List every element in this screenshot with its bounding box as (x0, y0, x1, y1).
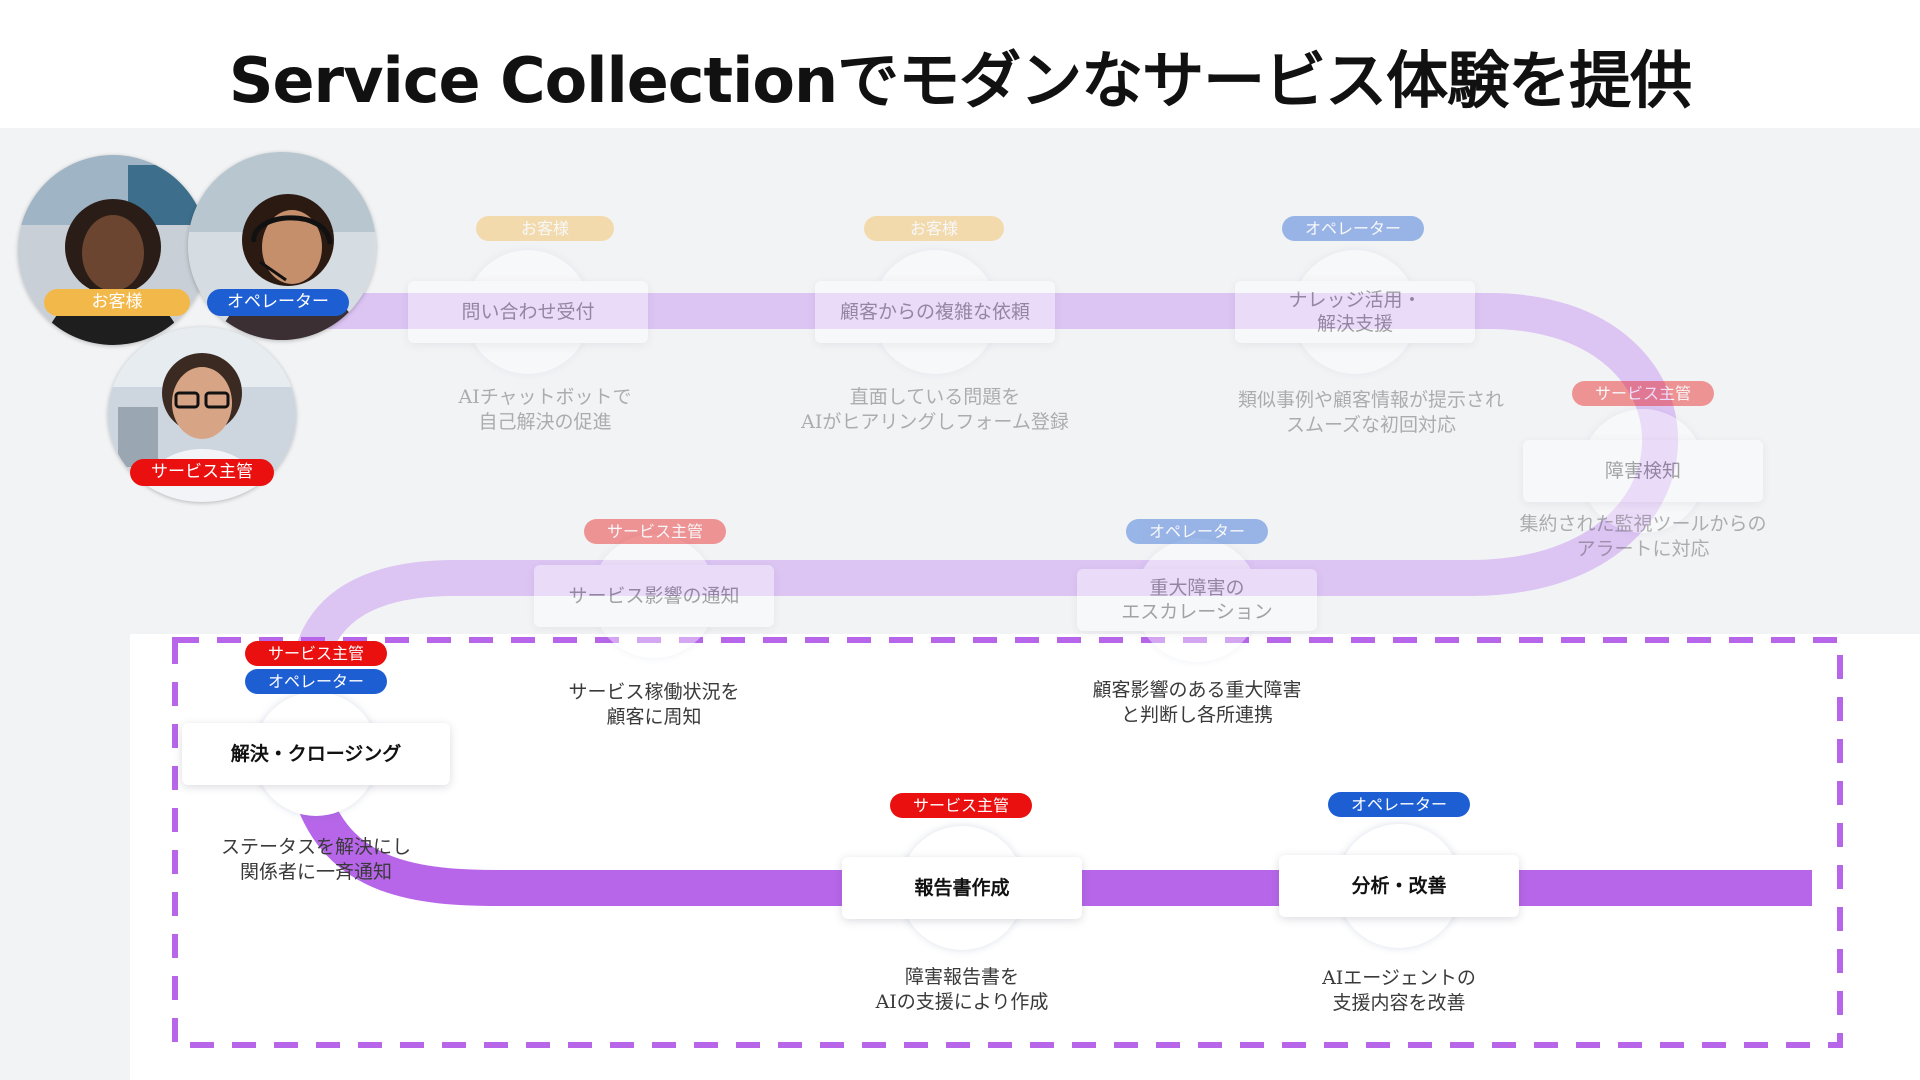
dashed-highlight-frame (172, 637, 1843, 1048)
step-major-incident-escalation[interactable]: 重大障害の エスカレーション (1077, 538, 1317, 662)
step-label: 解決・クロージング (182, 723, 450, 785)
step-label: 問い合わせ受付 (408, 281, 648, 343)
step-description: AIエージェントの 支援内容を改善 (1322, 967, 1476, 1014)
step-tag-manager: サービス主管 (890, 793, 1032, 818)
operator-role-pill: オペレーター (207, 289, 349, 316)
step-tag-operator: オペレーター (1126, 519, 1268, 544)
step-description: 直面している問題を AIがヒアリングしフォーム登録 (801, 386, 1069, 433)
left-background-strip (0, 606, 130, 1080)
step-description: ステータスを解決にし 関係者に一斉通知 (220, 836, 411, 883)
step-description: AIチャットボットで 自己解決の促進 (458, 386, 632, 433)
step-halo (873, 250, 997, 374)
step-label: 障害検知 (1523, 440, 1763, 502)
customer-avatar (18, 155, 208, 345)
step-tag-manager: サービス主管 (245, 641, 387, 666)
step-incident-detection[interactable]: 障害検知 (1523, 409, 1763, 533)
step-description: サービス稼働状況を 顧客に周知 (568, 681, 740, 728)
step-halo (1581, 409, 1705, 533)
step-label: ナレッジ活用・ 解決支援 (1235, 281, 1475, 343)
step-halo (466, 250, 590, 374)
step-report-creation[interactable]: 報告書作成 (842, 826, 1082, 950)
step-complex-request[interactable]: 顧客からの複雑な依頼 (815, 250, 1055, 374)
step-analysis-improvement[interactable]: 分析・改善 (1279, 824, 1519, 948)
step-tag-customer: お客様 (476, 216, 614, 241)
step-halo (592, 534, 716, 658)
step-tag-customer: お客様 (864, 216, 1004, 241)
step-knowledge-support[interactable]: ナレッジ活用・ 解決支援 (1235, 250, 1475, 374)
step-resolution-closing[interactable]: 解決・クロージング (182, 692, 450, 816)
step-label: 顧客からの複雑な依頼 (815, 281, 1055, 343)
step-description: 障害報告書を AIの支援により作成 (875, 966, 1049, 1013)
step-halo (1135, 538, 1259, 662)
page-title: Service Collectionでモダンなサービス体験を提供 (228, 44, 1692, 117)
customer-role-pill: お客様 (44, 289, 190, 316)
step-tag-manager: サービス主管 (584, 519, 726, 544)
step-description: 集約された監視ツールからの アラートに対応 (1519, 513, 1767, 560)
step-label: サービス影響の通知 (534, 565, 774, 627)
flow-path-curve-right (1469, 293, 1678, 596)
step-halo (1293, 250, 1417, 374)
step-tag-operator: オペレーター (245, 669, 387, 694)
step-description: 類似事例や顧客情報が提示され スムーズな初回対応 (1237, 389, 1504, 436)
step-description: 顧客影響のある重大障害 と判断し各所連携 (1092, 679, 1302, 726)
step-label: 重大障害の エスカレーション (1077, 569, 1317, 631)
step-label: 分析・改善 (1279, 855, 1519, 917)
step-tag-manager: サービス主管 (1572, 381, 1714, 406)
step-label: 報告書作成 (842, 857, 1082, 919)
step-inquiry-reception[interactable]: 問い合わせ受付 (408, 250, 648, 374)
flow-path-curve-left-lower (294, 788, 501, 906)
step-tag-operator: オペレーター (1282, 216, 1424, 241)
step-tag-operator: オペレーター (1328, 792, 1470, 817)
manager-role-pill: サービス主管 (130, 459, 274, 486)
step-service-impact-notice[interactable]: サービス影響の通知 (534, 534, 774, 658)
